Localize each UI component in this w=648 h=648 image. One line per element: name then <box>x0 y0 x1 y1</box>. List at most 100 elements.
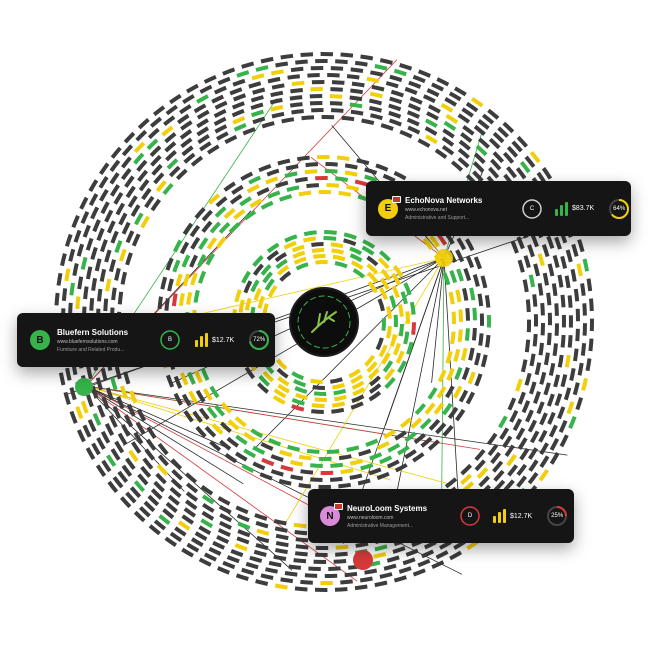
ring-segment <box>552 254 560 268</box>
ring-segment <box>400 291 408 305</box>
ring-segment <box>222 560 236 570</box>
ring-segment <box>538 429 548 443</box>
ring-segment <box>237 529 251 538</box>
ring-segment <box>487 432 498 446</box>
ring-segment <box>202 388 213 401</box>
ring-segment <box>441 136 455 147</box>
ring-segment <box>571 243 579 257</box>
ring-segment <box>576 263 583 277</box>
ring-segment <box>290 474 304 481</box>
ring-segment <box>200 518 214 529</box>
company-card-echonova[interactable]: E EchoNova Networks www.echonova.net Adm… <box>366 181 631 236</box>
ring-segment <box>89 298 95 311</box>
ring-segment <box>330 66 344 71</box>
ring-segment <box>182 94 195 104</box>
ring-segment <box>369 375 381 387</box>
ring-segment <box>458 139 471 151</box>
ring-segment <box>133 141 146 154</box>
ring-segment <box>279 449 293 458</box>
ring-segment <box>136 408 147 422</box>
ring-segment <box>330 377 343 384</box>
ring-segment <box>426 88 440 98</box>
avatar-initial: N <box>326 510 334 522</box>
ring-segment <box>315 259 328 265</box>
ring-segment <box>82 224 91 238</box>
ring-segment <box>384 377 396 389</box>
ring-segment <box>472 274 480 287</box>
ring-segment <box>144 448 156 461</box>
ring-segment <box>170 478 183 490</box>
ring-segment <box>568 415 577 429</box>
ring-segment <box>343 238 357 247</box>
ring-segment <box>256 535 270 544</box>
ring-segment <box>136 159 148 172</box>
bar-chart-icon <box>195 333 208 347</box>
ring-segment <box>474 448 486 462</box>
ring-segment <box>551 283 558 297</box>
ring-segment <box>186 542 200 553</box>
company-url[interactable]: www.echonova.net <box>405 207 447 213</box>
bar-chart-icon <box>493 509 506 523</box>
ring-segment <box>492 460 504 473</box>
ring-segment <box>168 165 181 178</box>
ring-segment <box>473 152 486 165</box>
ring-segment <box>467 371 476 385</box>
company-url[interactable]: www.neuroloom.com <box>347 514 394 521</box>
ring-segment <box>195 425 207 438</box>
ring-segment <box>388 118 402 127</box>
ring-segment <box>178 292 185 306</box>
ring-segment <box>589 298 594 312</box>
ring-segment <box>453 385 463 399</box>
ring-segment <box>538 342 544 356</box>
connection-line <box>441 257 445 503</box>
ring-segment <box>477 119 490 130</box>
ring-segment <box>425 134 438 145</box>
company-card-neuroloom[interactable]: N NeuroLoom Systems www.neuroloom.com Ad… <box>308 489 574 543</box>
ring-segment <box>334 261 348 269</box>
ring-segment <box>350 401 364 410</box>
ring-segment <box>355 541 369 548</box>
avatar-initial: B <box>36 334 44 346</box>
ring-segment <box>575 397 584 411</box>
ring-segment <box>133 480 146 493</box>
ring-segment <box>524 372 532 386</box>
ring-segment <box>465 391 476 405</box>
ring-segment <box>87 419 97 433</box>
company-avatar: E <box>378 195 401 219</box>
ring-segment <box>143 500 156 513</box>
ring-segment <box>100 368 108 382</box>
ring-segment <box>213 85 227 95</box>
ring-segment <box>332 254 346 262</box>
grade-label: B <box>167 337 172 343</box>
company-url[interactable]: www.bluefernsolutions.com <box>57 338 118 345</box>
ring-segment <box>331 401 346 408</box>
ring-segment <box>248 175 262 185</box>
ring-segment <box>444 97 458 107</box>
company-card-bluefern[interactable]: B Bluefern Solutions www.bluefernsolutio… <box>17 313 275 367</box>
ring-segment <box>517 437 528 450</box>
ring-segment <box>529 430 540 444</box>
ring-segment <box>169 93 182 105</box>
ring-segment <box>350 109 364 116</box>
ring-segment <box>290 460 304 467</box>
ring-segment <box>558 419 568 433</box>
ring-segment <box>100 430 111 444</box>
ring-segment <box>373 551 387 559</box>
ring-segment <box>398 566 412 574</box>
ring-segment <box>386 325 392 339</box>
ring-segment <box>310 378 323 384</box>
ring-segment <box>165 104 178 116</box>
ring-segment <box>517 391 526 405</box>
ring-segment <box>349 253 363 263</box>
ring-segment <box>525 299 531 313</box>
ring-segment <box>554 236 562 250</box>
ring-segment <box>101 459 112 473</box>
ring-segment <box>188 390 198 404</box>
ring-segment <box>295 544 309 550</box>
ring-segment <box>211 94 225 104</box>
ring-segment <box>330 87 343 92</box>
ring-segment <box>417 558 431 568</box>
ring-segment <box>155 180 167 193</box>
ring-segment <box>586 278 593 292</box>
ring-segment <box>198 407 210 421</box>
